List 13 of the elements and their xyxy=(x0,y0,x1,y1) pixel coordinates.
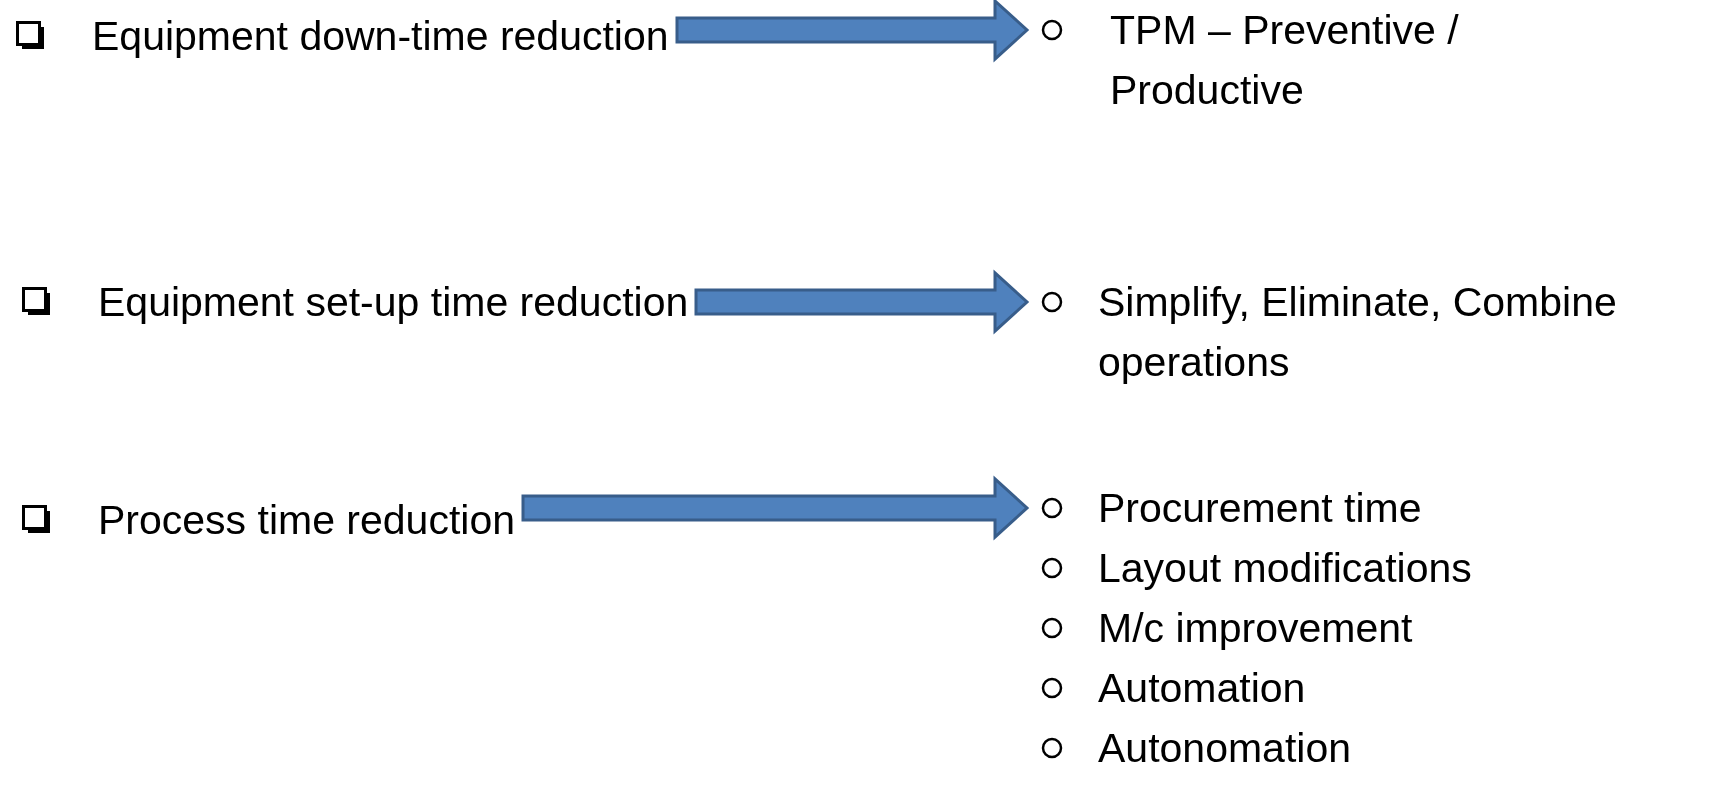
block-arrow xyxy=(521,475,1030,541)
item-text: M/c improvement xyxy=(1098,604,1414,653)
item-text: Simplify, Eliminate, Combine operations xyxy=(1098,278,1618,387)
item-text: TPM – Preventive / Productive xyxy=(1110,6,1460,115)
item-text: Procurement time xyxy=(1098,484,1423,533)
item-text: Process time reduction xyxy=(98,496,515,545)
item-text: Equipment set-up time reduction xyxy=(98,278,689,327)
item-text: Autonomation xyxy=(1098,724,1352,773)
block-arrow xyxy=(694,269,1030,335)
item-text: Automation xyxy=(1098,664,1307,713)
item-text: Equipment down-time reduction xyxy=(92,12,669,61)
item-text: Layout modifications xyxy=(1098,544,1472,593)
block-arrow xyxy=(675,0,1030,63)
